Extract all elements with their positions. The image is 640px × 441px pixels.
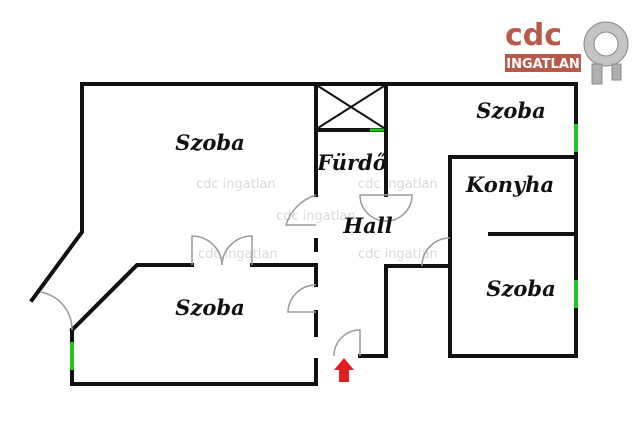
logo-subtitle-bar (505, 54, 581, 72)
doors (39, 194, 451, 357)
room-label-konyha: Konyha (465, 172, 554, 197)
room-label-hall: Hall (342, 213, 392, 238)
room-label-szoba: Szoba (486, 276, 555, 301)
door-arc (421, 237, 451, 267)
door-arc (385, 194, 413, 222)
company-logo: cdc INGATLAN (505, 18, 629, 85)
room-label-szoba: Szoba (175, 130, 244, 155)
door-arc (39, 291, 73, 331)
door-arc (284, 194, 317, 226)
room-labels: Szoba Szoba Fürdő Konyha Hall Szoba Szob… (175, 98, 555, 320)
outer-wall-left-top (29, 82, 84, 303)
watermark-text: cdc ingatlan (276, 209, 356, 224)
outer-wall-bottom-left (70, 328, 318, 386)
wall-diagonal (69, 263, 194, 333)
outer-wall-bottom-hall (358, 264, 452, 358)
door-arc (191, 235, 223, 266)
door-arc (359, 194, 387, 222)
watermark-text: cdc ingatlan (198, 247, 278, 262)
logo-subtitle-text: INGATLAN (506, 57, 580, 72)
windows (70, 124, 578, 370)
door-arc (287, 284, 317, 313)
room-label-furdo: Fürdő (316, 150, 387, 175)
watermark-text: cdc ingatlan (196, 177, 276, 192)
door-arc (221, 235, 253, 266)
ventilation-shaft (317, 85, 385, 129)
room-label-szoba: Szoba (476, 98, 545, 123)
room-label-szoba: Szoba (175, 295, 244, 320)
watermark-text: cdc ingatlan (358, 247, 438, 262)
key-icon (583, 21, 629, 85)
door-arc (333, 329, 361, 357)
watermark-text: cdc ingatlan (358, 177, 438, 192)
outer-wall-right (80, 82, 578, 358)
walls (29, 82, 578, 386)
entrance-arrow-icon (334, 358, 354, 382)
logo-brand-text: cdc (505, 18, 562, 53)
